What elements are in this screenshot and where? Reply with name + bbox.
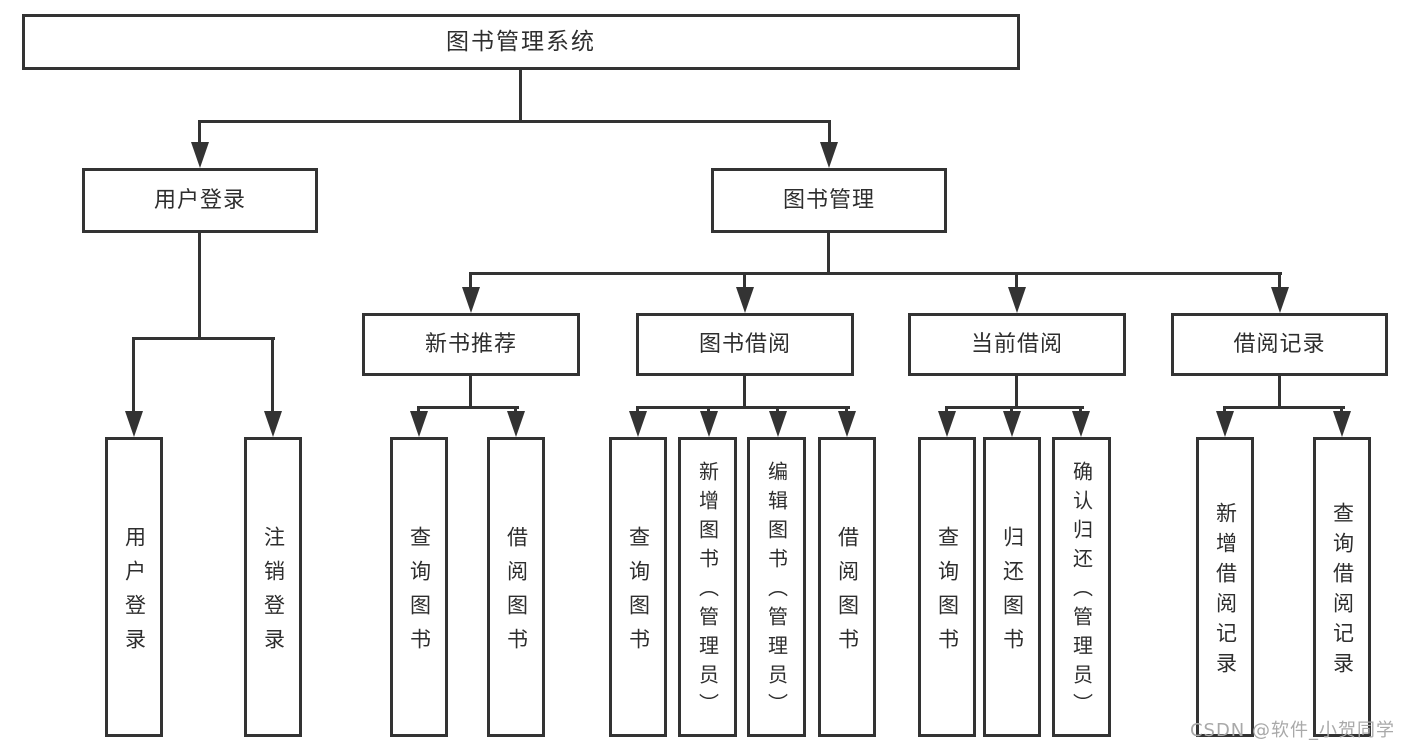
connector-borrow-records-stub bbox=[1278, 376, 1281, 409]
connector-user-login-bar bbox=[132, 337, 275, 340]
arrowhead-nb-borrow bbox=[507, 411, 525, 437]
leaf-logout: 注销登录 bbox=[244, 437, 302, 737]
connector-stem-leaf-logout bbox=[271, 337, 274, 413]
connector-stem-br-query bbox=[1340, 406, 1343, 414]
leaf-br-query-record: 查询借阅记录 bbox=[1313, 437, 1371, 737]
leaf-bb-add-book-admin: 新增图书（管理员） bbox=[678, 437, 737, 737]
node-new-book-recommendation: 新书推荐 bbox=[362, 313, 580, 376]
connector-book-management-bar bbox=[469, 272, 1282, 275]
connector-root-stub bbox=[519, 70, 522, 121]
connector-stem-borrow-records bbox=[1278, 272, 1281, 290]
leaf-user-login: 用户登录 bbox=[105, 437, 163, 737]
connector-stem-bb-query bbox=[636, 406, 639, 414]
connector-borrow-records-bar bbox=[1223, 406, 1345, 409]
connector-root-bar bbox=[199, 120, 831, 123]
connector-stem-new-book bbox=[469, 272, 472, 290]
connector-stem-current-borrow bbox=[1015, 272, 1018, 290]
leaf-bb-query-books: 查询图书 bbox=[609, 437, 667, 737]
connector-stem-bb-edit bbox=[776, 406, 779, 414]
node-book-borrowing: 图书借阅 bbox=[636, 313, 854, 376]
connector-book-management-stub bbox=[827, 233, 830, 275]
connector-stem-bb-borrow bbox=[845, 406, 848, 414]
connector-book-borrow-bar bbox=[636, 406, 850, 409]
arrowhead-bb-borrow bbox=[838, 411, 856, 437]
connector-stem-book-borrow bbox=[743, 272, 746, 290]
leaf-cb-confirm-return-admin: 确认归还（管理员） bbox=[1052, 437, 1111, 737]
connector-stem-nb-borrow bbox=[514, 406, 517, 414]
node-current-borrowing: 当前借阅 bbox=[908, 313, 1126, 376]
arrowhead-borrow-records bbox=[1271, 287, 1289, 313]
leaf-bb-borrow-books: 借阅图书 bbox=[818, 437, 876, 737]
connector-current-borrow-stub bbox=[1015, 376, 1018, 409]
leaf-nb-query-books: 查询图书 bbox=[390, 437, 448, 737]
connector-stem-br-add bbox=[1223, 406, 1226, 414]
arrowhead-leaf-user-login bbox=[125, 411, 143, 437]
watermark: CSDN @软件_小贺同学 bbox=[1189, 720, 1395, 741]
connector-stem-cb-confirm bbox=[1079, 406, 1082, 414]
connector-new-book-bar bbox=[417, 406, 519, 409]
connector-stem-book-management bbox=[828, 120, 831, 146]
node-borrowing-records: 借阅记录 bbox=[1171, 313, 1388, 376]
connector-stem-user-login bbox=[198, 120, 201, 146]
arrowhead-new-book bbox=[462, 287, 480, 313]
arrowhead-user-login bbox=[191, 142, 209, 168]
connector-stem-cb-return bbox=[1010, 406, 1013, 414]
connector-stem-leaf-user-login bbox=[132, 337, 135, 413]
arrowhead-bb-edit bbox=[769, 411, 787, 437]
leaf-cb-return-books: 归还图书 bbox=[983, 437, 1041, 737]
arrowhead-bb-query bbox=[629, 411, 647, 437]
arrowhead-book-borrow bbox=[736, 287, 754, 313]
arrowhead-br-add bbox=[1216, 411, 1234, 437]
arrowhead-cb-confirm bbox=[1072, 411, 1090, 437]
arrowhead-nb-query bbox=[410, 411, 428, 437]
arrowhead-bb-add bbox=[700, 411, 718, 437]
node-user-login: 用户登录 bbox=[82, 168, 318, 233]
leaf-br-add-record: 新增借阅记录 bbox=[1196, 437, 1254, 737]
leaf-cb-query-books: 查询图书 bbox=[918, 437, 976, 737]
arrowhead-current-borrow bbox=[1008, 287, 1026, 313]
connector-new-book-stub bbox=[469, 376, 472, 409]
leaf-bb-edit-book-admin: 编辑图书（管理员） bbox=[747, 437, 806, 737]
arrowhead-cb-return bbox=[1003, 411, 1021, 437]
node-library-management-system: 图书管理系统 bbox=[22, 14, 1020, 70]
arrowhead-book-management bbox=[820, 142, 838, 168]
connector-current-borrow-bar bbox=[945, 406, 1084, 409]
arrowhead-leaf-logout bbox=[264, 411, 282, 437]
connector-stem-nb-query bbox=[417, 406, 420, 414]
connector-stem-bb-add bbox=[707, 406, 710, 414]
arrowhead-cb-query bbox=[938, 411, 956, 437]
leaf-nb-borrow-books: 借阅图书 bbox=[487, 437, 545, 737]
connector-user-login-stub bbox=[198, 233, 201, 340]
arrowhead-br-query bbox=[1333, 411, 1351, 437]
node-book-management: 图书管理 bbox=[711, 168, 947, 233]
connector-stem-cb-query bbox=[945, 406, 948, 414]
connector-book-borrow-stub bbox=[743, 376, 746, 409]
